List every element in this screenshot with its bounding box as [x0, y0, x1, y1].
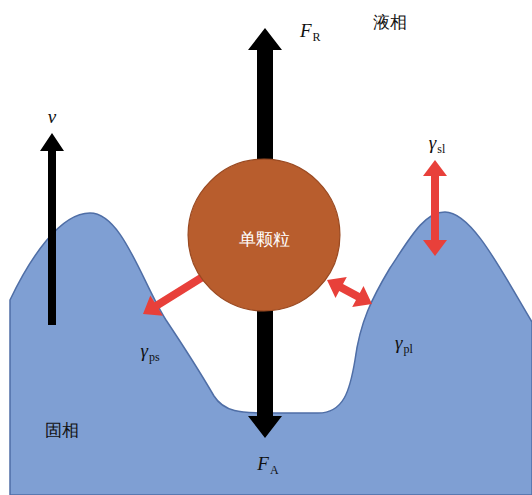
velocity-label: v: [48, 107, 56, 126]
phase-label: 固相: [45, 422, 79, 439]
tension-label: γsl: [429, 133, 446, 152]
tension-arrow: [423, 160, 447, 256]
tension-arrow: [143, 263, 222, 316]
tension-label: γpl: [395, 333, 413, 352]
tension-label: γps: [140, 341, 159, 360]
particle-label: 单颗粒: [239, 228, 290, 251]
tension-arrow: [327, 277, 372, 307]
velocity-arrow: [40, 133, 64, 325]
phase-label: 液相: [373, 14, 407, 31]
force-label: FR: [300, 21, 321, 40]
force-label: FA: [257, 454, 278, 473]
buoyancy-arrow: [248, 28, 282, 172]
adhesion-arrow: [248, 298, 282, 438]
particle-circle: 单颗粒: [187, 158, 341, 312]
